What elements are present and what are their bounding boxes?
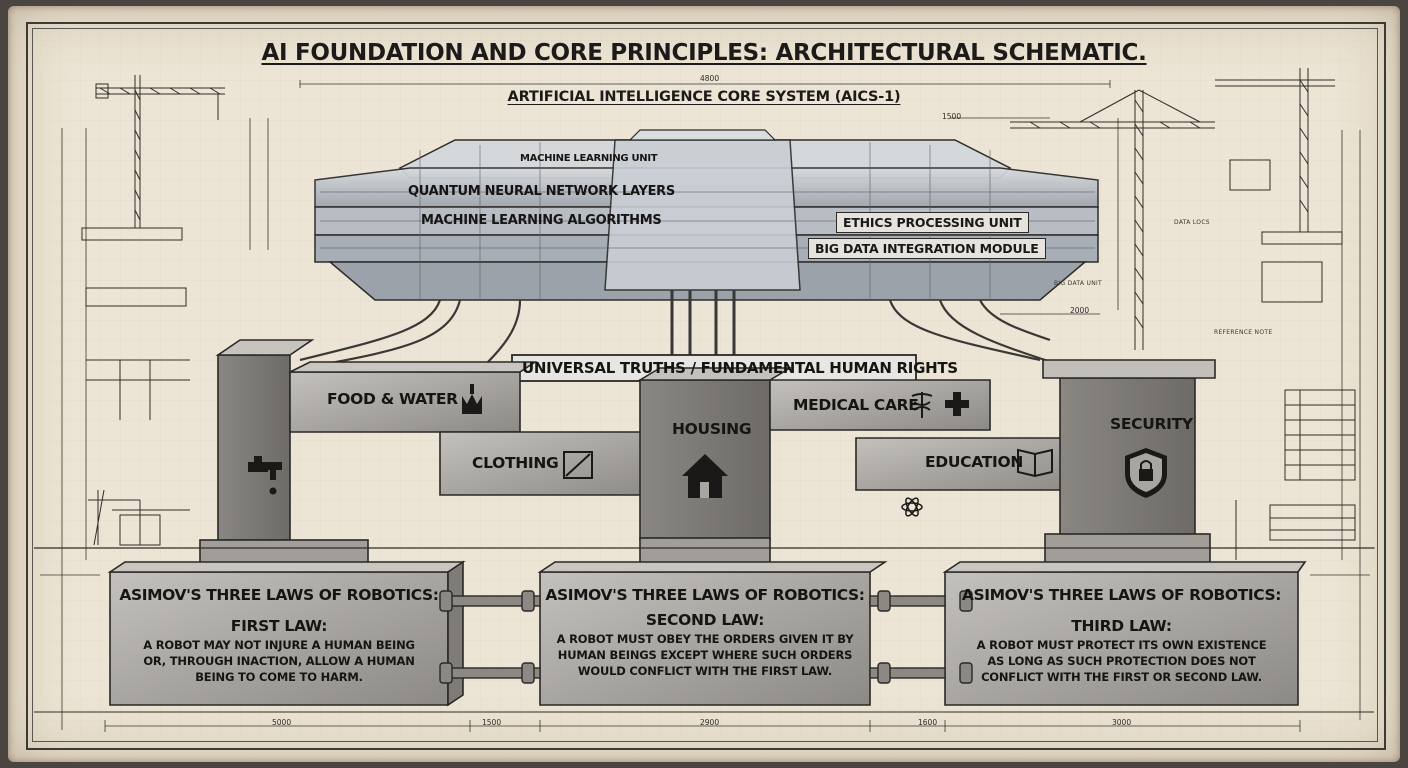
third-law-text-line-3: CONFLICT WITH THE FIRST OR SECOND LAW.	[981, 670, 1262, 684]
principles-banner: UNIVERSAL TRUTHS / FUNDAMENTAL HUMAN RIG…	[522, 359, 958, 377]
fabric-icon	[563, 451, 593, 479]
right-food-water: FOOD & WATER	[327, 390, 458, 408]
second-law-heading: ASIMOV'S THREE LAWS OF ROBOTICS:	[545, 586, 865, 604]
drawing-frame	[26, 22, 1386, 750]
right-education: EDUCATION	[925, 453, 1023, 471]
atom-icon	[901, 497, 923, 517]
second-law-text-line-3: WOULD CONFLICT WITH THE FIRST LAW.	[577, 664, 833, 678]
diagram-subtitle: ARTIFICIAL INTELLIGENCE CORE SYSTEM (AIC…	[507, 89, 901, 105]
caduceus-icon	[911, 392, 933, 418]
third-law-box: ASIMOV'S THREE LAWS OF ROBOTICS: THIRD L…	[945, 586, 1298, 685]
dimension-bottom-2: 1500	[482, 718, 502, 727]
data-locs-note: DATA LOCS	[1174, 219, 1210, 226]
second-law-name: SECOND LAW:	[645, 611, 765, 629]
right-housing: HOUSING	[672, 420, 752, 438]
third-law-text-line-2: AS LONG AS SUCH PROTECTION DOES NOT	[987, 654, 1256, 668]
dimension-bottom-5: 3000	[1112, 718, 1132, 727]
right-medical-care: MEDICAL CARE	[793, 396, 919, 414]
faucet-icon	[248, 456, 282, 495]
third-law-heading: ASIMOV'S THREE LAWS OF ROBOTICS:	[961, 586, 1282, 604]
right-clothing: CLOTHING	[472, 454, 559, 472]
dimension-bottom-3: 2900	[700, 718, 720, 727]
third-law-name: THIRD LAW:	[1071, 617, 1172, 635]
first-law-text-line-2: OR, THROUGH INACTION, ALLOW A HUMAN	[143, 654, 415, 668]
dimension-right-top: 1500	[942, 112, 962, 121]
dimension-lines	[40, 80, 1375, 732]
first-law-name: FIRST LAW:	[230, 617, 328, 635]
dimension-bottom-1: 5000	[272, 718, 292, 727]
third-law-text-line-1: A ROBOT MUST PROTECT ITS OWN EXISTENCE	[976, 638, 1267, 652]
dimension-right-mid: 2000	[1070, 306, 1090, 315]
big-data-unit-note: BIG DATA UNIT	[1054, 280, 1103, 287]
house-icon	[682, 454, 728, 498]
core-label-ml-algorithms: MACHINE LEARNING ALGORITHMS	[421, 213, 662, 228]
dimension-bottom-4: 1600	[918, 718, 938, 727]
first-law-box: ASIMOV'S THREE LAWS OF ROBOTICS: FIRST L…	[110, 586, 448, 685]
core-label-quantum: QUANTUM NEURAL NETWORK LAYERS	[408, 184, 675, 199]
core-label-ml-unit: MACHINE LEARNING UNIT	[520, 153, 658, 164]
left-crane-sketch	[81, 75, 225, 546]
second-law-text-line-1: A ROBOT MUST OBEY THE ORDERS GIVEN IT BY	[556, 632, 854, 646]
medical-cross-icon	[945, 392, 969, 416]
dimension-top: 4800	[700, 74, 720, 83]
first-law-text-line-1: A ROBOT MAY NOT INJURE A HUMAN BEING	[143, 638, 415, 652]
second-law-box: ASIMOV'S THREE LAWS OF ROBOTICS: SECOND …	[540, 586, 870, 679]
first-law-heading: ASIMOV'S THREE LAWS OF ROBOTICS:	[119, 586, 439, 604]
law-connector-pipes	[439, 590, 973, 684]
shield-lock-icon	[1125, 448, 1167, 498]
wheat-icon	[462, 384, 482, 414]
right-crane-sketch	[1010, 68, 1356, 560]
ai-core-structure	[299, 129, 1099, 371]
diagram-title: AI FOUNDATION AND CORE PRINCIPLES: ARCHI…	[261, 40, 1147, 66]
reference-note: REFERENCE NOTE	[1214, 329, 1273, 336]
core-label-ethics: ETHICS PROCESSING UNIT	[836, 212, 1029, 233]
concrete-structure	[107, 339, 1307, 707]
core-label-big-data: BIG DATA INTEGRATION MODULE	[808, 238, 1046, 259]
book-icon	[1017, 448, 1053, 478]
right-security: SECURITY	[1110, 415, 1193, 433]
first-law-text-line-3: BEING TO COME TO HARM.	[195, 670, 363, 684]
second-law-text-line-2: HUMAN BEINGS EXCEPT WHERE SUCH ORDERS	[557, 648, 853, 662]
drawing-frame-inner	[32, 28, 1378, 742]
